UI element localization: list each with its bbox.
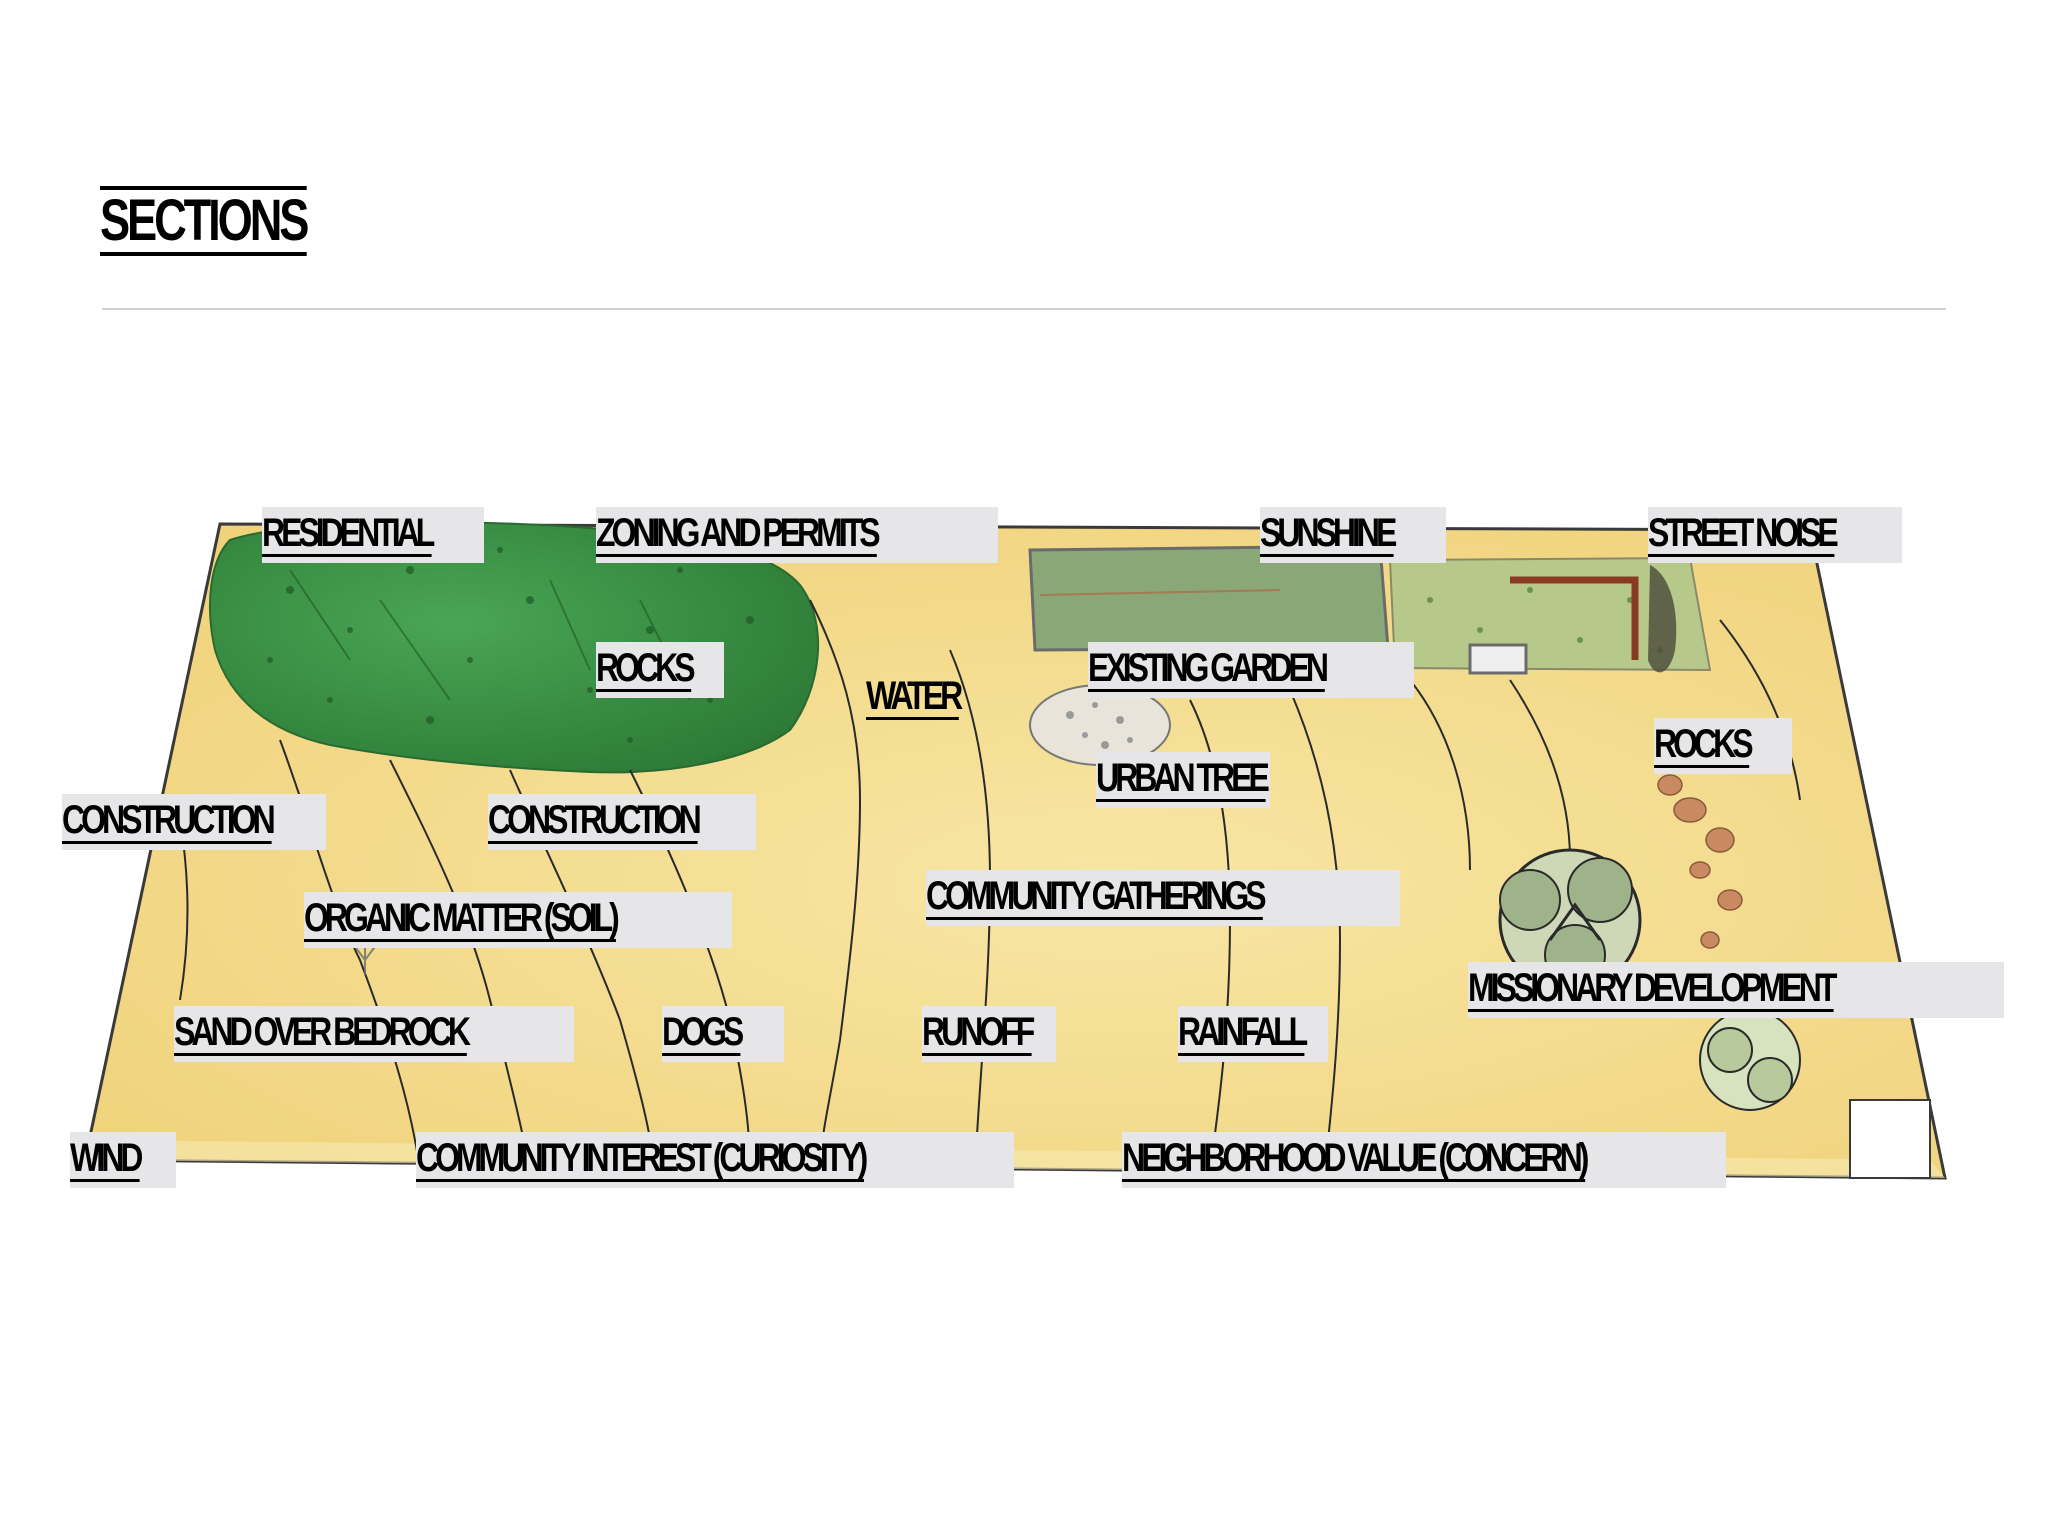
- title-divider: [102, 308, 1946, 310]
- label-neighborhood-value: NEIGHBORHOOD VALUE (CONCERN): [1122, 1132, 1726, 1188]
- label-existing-garden: EXISTING GARDEN: [1088, 642, 1414, 698]
- label-street-noise: STREET NOISE: [1648, 507, 1902, 563]
- label-dogs: DOGS: [662, 1006, 784, 1062]
- label-sand-over-bedrock: SAND OVER BEDROCK: [174, 1006, 574, 1062]
- label-sunshine: SUNSHINE: [1260, 507, 1446, 563]
- label-urban-tree: URBAN TREE: [1096, 752, 1270, 808]
- page-title: SECTIONS: [100, 186, 309, 256]
- label-rocks-top: ROCKS: [596, 642, 724, 698]
- top-right-garden: [1388, 556, 1712, 672]
- label-organic-matter: ORGANIC MATTER (SOIL): [304, 892, 732, 948]
- shrub-drawing: [1699, 1009, 1801, 1111]
- planter-box: [1468, 643, 1528, 675]
- label-wind: WIND: [70, 1132, 176, 1188]
- label-rocks-right: ROCKS: [1654, 718, 1792, 774]
- urban-tree-drawing: [1498, 848, 1642, 992]
- label-community-interest: COMMUNITY INTEREST (CURIOSITY): [416, 1132, 1014, 1188]
- label-zoning-and-permits: ZONING AND PERMITS: [596, 507, 998, 563]
- label-construction-mid: CONSTRUCTION: [488, 794, 756, 850]
- label-rainfall: RAINFALL: [1178, 1006, 1328, 1062]
- label-runoff: RUNOFF: [922, 1006, 1056, 1062]
- label-missionary-development: MISSIONARY DEVELOPMENT: [1468, 962, 2004, 1018]
- label-construction-left: CONSTRUCTION: [62, 794, 326, 850]
- green-lawn: [209, 521, 820, 774]
- label-community-gatherings: COMMUNITY GATHERINGS: [926, 870, 1400, 926]
- label-water: WATER: [866, 674, 963, 720]
- label-residential: RESIDENTIAL: [262, 507, 484, 563]
